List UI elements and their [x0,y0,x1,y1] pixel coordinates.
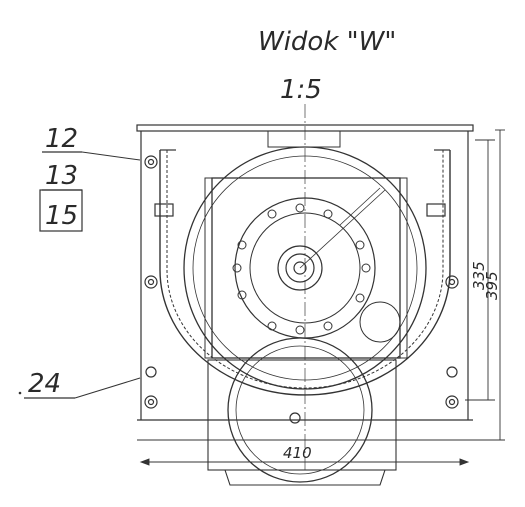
dimension-lines [139,129,505,466]
view-title: Widok "W" [258,27,396,57]
callout-13: 13 [45,161,78,191]
callout-24: 24 [28,369,61,399]
frame-bolts [144,155,459,424]
trough [159,149,451,396]
frame [136,124,474,441]
motor-lower [207,337,397,486]
callout-15: 15 [45,201,78,231]
callout-group-left: 24 [18,369,141,399]
view-scale: 1:5 [280,75,322,105]
callout-group-top: 12 13 15 [39,124,141,232]
flange-bolts [232,203,371,335]
dimension-335: 335 [470,261,488,290]
dimension-410: 410 [283,444,312,462]
callout-12: 12 [45,124,78,154]
fan-housing [183,146,427,390]
dimension-395: 395 [483,271,501,300]
